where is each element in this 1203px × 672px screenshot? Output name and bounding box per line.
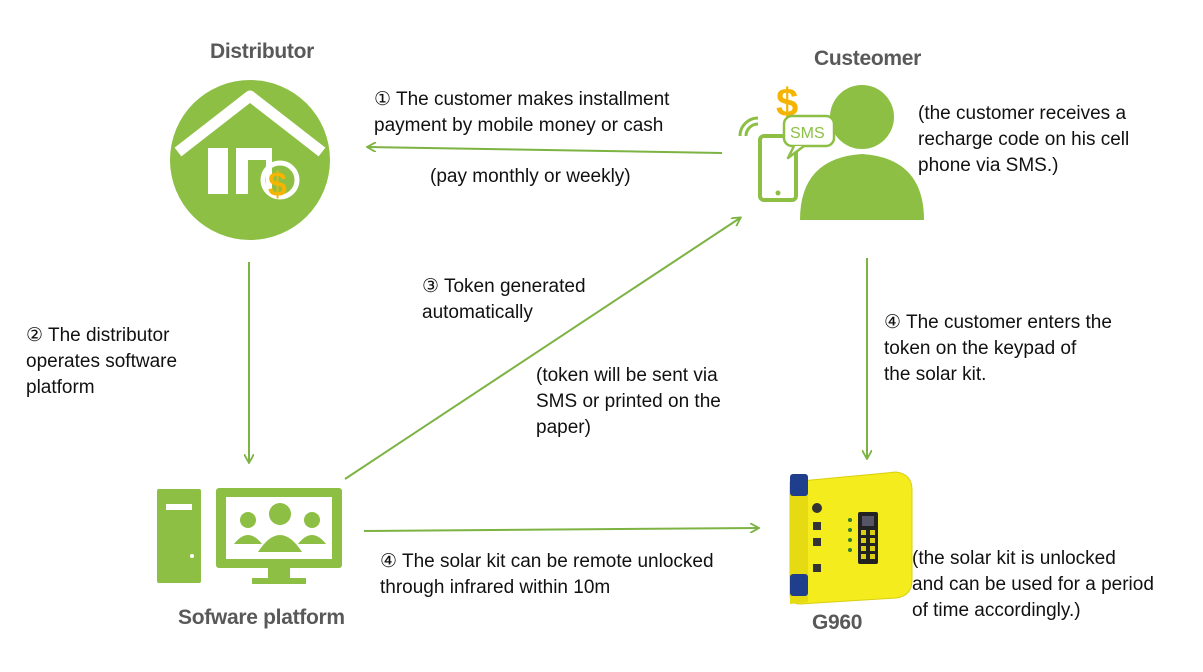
arrow-software-to-customer [344, 218, 740, 480]
step1-note: (pay monthly or weekly) [430, 166, 631, 187]
distributor-title: Distributor [210, 40, 315, 63]
sms-badge-label: SMS [790, 125, 825, 142]
solar-kit-device-icon [789, 471, 913, 605]
svg-text:$: $ [776, 81, 798, 125]
arrow-software-to-device [363, 528, 758, 531]
house-dollar-icon: $ [170, 80, 330, 240]
step3-note: (token will be sent via SMS or printed o… [536, 365, 721, 438]
person-phone-sms-icon: $ SMS [738, 81, 924, 220]
customer-note: (the customer receives a recharge code o… [918, 103, 1130, 176]
computer-monitor-people-icon [157, 488, 342, 584]
customer-title: Custeomer [814, 47, 921, 70]
device-title: G960 [812, 611, 863, 634]
svg-text:$: $ [268, 166, 287, 204]
software-platform-title: Sofware platform [178, 606, 345, 629]
device-note: (the solar kit is unlocked and can be us… [912, 548, 1154, 621]
step2-annotation: ② The distributor operates software plat… [26, 325, 178, 398]
step4-customer-annotation: ④ The customer enters the token on the k… [884, 312, 1112, 385]
step3-annotation: ③ Token generated automatically [422, 276, 586, 323]
step4-remote-annotation: ④ The solar kit can be remote unlocked t… [380, 551, 714, 598]
arrow-customer-to-distributor [368, 147, 723, 154]
step1-annotation: ① The customer makes installment payment… [374, 89, 670, 136]
